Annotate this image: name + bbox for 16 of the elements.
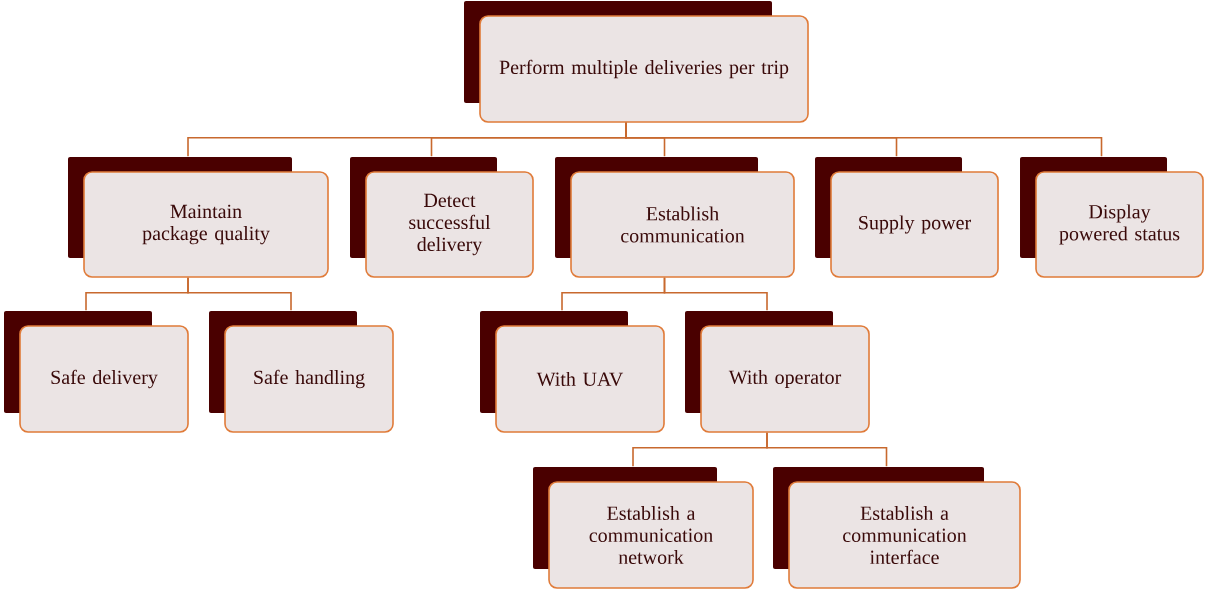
connector-line <box>625 122 1103 157</box>
process-box: Establish communication <box>555 157 795 278</box>
connector-line <box>766 432 888 467</box>
process-box: Display powered status <box>1020 157 1204 278</box>
process-box: With operator <box>685 311 870 433</box>
process-box: Safe handling <box>209 311 394 433</box>
process-box: Detect successful delivery <box>350 157 534 278</box>
process-box: Maintain package quality <box>68 157 329 278</box>
connector-line <box>187 277 292 311</box>
process-box: With UAV <box>480 311 665 433</box>
process-box: Perform multiple deliveries per trip <box>464 1 809 123</box>
process-box: Establish a communication interface <box>773 467 1021 589</box>
process-box: Establish a communication network <box>533 467 754 589</box>
connector-line <box>663 277 768 311</box>
process-box: Safe delivery <box>4 311 189 433</box>
process-box: Supply power <box>815 157 999 278</box>
